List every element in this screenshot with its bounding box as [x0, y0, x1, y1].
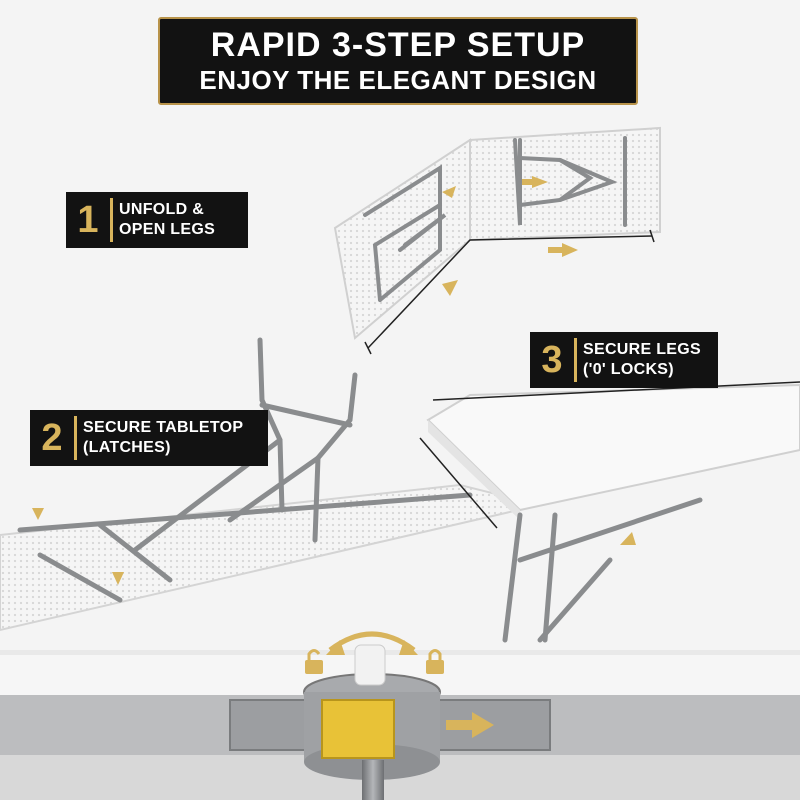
- arrow-icon: [442, 186, 456, 198]
- step-text-line1: SECURE TABLETOP: [83, 419, 244, 436]
- dimension-line: [367, 235, 653, 349]
- headline-subtitle: ENJOY THE ELEGANT DESIGN: [199, 65, 597, 95]
- unlock-icon: [305, 649, 323, 674]
- arrow-icon: [562, 243, 578, 257]
- step-2-label: 2 SECURE TABLETOP (LATCHES): [30, 410, 268, 466]
- arrow-icon: [326, 640, 345, 655]
- arrow-icon: [442, 280, 458, 296]
- upright-table-illustration: [419, 381, 800, 643]
- step-number: 2: [41, 416, 63, 459]
- arrow-icon: [446, 712, 494, 738]
- upside-down-table-illustration: [0, 337, 541, 632]
- step-3-label: 3 SECURE LEGS ('0' LOCKS): [530, 332, 718, 388]
- hinge-closeup-illustration: [0, 631, 800, 800]
- arrow-icon: [532, 176, 548, 188]
- folded-table-illustration: [333, 126, 661, 355]
- step-text-line1: SECURE LEGS: [583, 341, 701, 358]
- step-text-line2: ('0' LOCKS): [583, 361, 674, 378]
- step-1-label: 1 UNFOLD & OPEN LEGS: [66, 192, 248, 248]
- step-number: 1: [77, 198, 99, 241]
- step-text-line2: (LATCHES): [83, 439, 171, 456]
- arrow-icon: [32, 508, 44, 520]
- step-text-line1: UNFOLD &: [119, 201, 205, 218]
- arrow-icon: [620, 532, 636, 545]
- lock-icon: [426, 649, 444, 674]
- headline-title: RAPID 3-STEP SETUP: [210, 26, 586, 64]
- headline-banner: RAPID 3-STEP SETUP ENJOY THE ELEGANT DES…: [158, 17, 638, 105]
- step-text-line2: OPEN LEGS: [119, 221, 216, 238]
- arrow-icon: [399, 640, 418, 655]
- step-number: 3: [541, 338, 563, 381]
- arrow-icon: [112, 572, 124, 585]
